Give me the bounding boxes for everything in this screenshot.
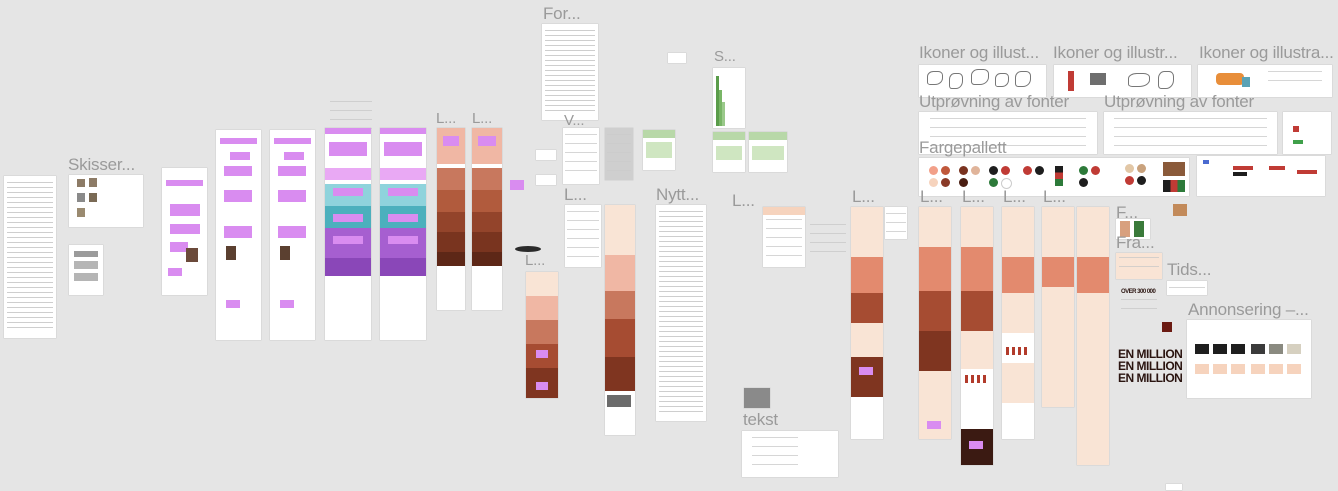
frame-label-ikoner-3[interactable]: Ikoner og illustra...	[1199, 43, 1334, 62]
brown-note-sticker[interactable]	[1173, 204, 1187, 216]
nytt-document-frame[interactable]	[656, 205, 706, 421]
s-chart-frame[interactable]	[713, 68, 745, 128]
frame-label-l9[interactable]: L...	[962, 187, 985, 206]
layout-column-l2[interactable]	[472, 128, 502, 310]
frame-label-l2[interactable]: L...	[472, 110, 493, 127]
sketch-note-frame[interactable]	[810, 218, 846, 266]
colored-wireframe-2[interactable]	[380, 128, 426, 340]
layout-column-l10[interactable]	[1002, 207, 1034, 439]
frame-label-skisser[interactable]: Skisser...	[68, 155, 135, 174]
layout-column-l1[interactable]	[437, 128, 465, 310]
layout-column-l4[interactable]	[605, 205, 635, 435]
ikoner-frame-2[interactable]	[1054, 65, 1191, 97]
frame-label-for[interactable]: For...	[543, 4, 581, 23]
font-test-frame-1[interactable]	[919, 112, 1097, 154]
font-test-frame-3[interactable]	[1283, 112, 1331, 154]
frame-label-ikoner-2[interactable]: Ikoner og illustr...	[1053, 43, 1178, 62]
frame-label-annonsering[interactable]: Annonsering –...	[1188, 300, 1309, 319]
layout-column-l7[interactable]	[851, 207, 883, 439]
wireframe-column-3[interactable]	[270, 130, 315, 340]
frame-label-tekst[interactable]: tekst	[743, 410, 778, 429]
wireframe-column-1[interactable]	[162, 168, 207, 295]
tiny-note-bottom[interactable]	[1166, 484, 1182, 490]
annonsering-frame[interactable]	[1187, 320, 1311, 398]
grey-sketch-frame[interactable]	[605, 128, 633, 180]
green-layout-frame-1[interactable]	[643, 130, 675, 170]
layout-column-l12[interactable]	[1077, 207, 1109, 465]
frame-label-utproving-1[interactable]: Utprøvning av fonter	[919, 92, 1070, 111]
frame-label-nytt[interactable]: Nytt...	[656, 185, 699, 204]
flag-palette-frame[interactable]	[1197, 156, 1325, 196]
layout-column-l9[interactable]	[961, 207, 993, 465]
dark-illustration[interactable]	[515, 246, 541, 252]
for-document-frame[interactable]	[542, 24, 598, 120]
annotation-note-1[interactable]	[536, 150, 556, 160]
frame-label-fra[interactable]: Fra...	[1116, 233, 1155, 252]
f-illustration-frame[interactable]	[1116, 219, 1150, 239]
frame-label-l1[interactable]: L...	[436, 110, 457, 127]
dark-red-swatch[interactable]	[1162, 322, 1172, 332]
poster-million-2: EN MILLION	[1118, 359, 1183, 373]
frame-label-ikoner-1[interactable]: Ikoner og illust...	[919, 43, 1039, 62]
poster-million-3: EN MILLION	[1118, 371, 1183, 385]
frame-label-f[interactable]: F...	[1116, 203, 1138, 222]
fra-frame[interactable]	[1116, 253, 1162, 279]
colored-wireframe-1[interactable]	[325, 128, 371, 340]
tids-frame[interactable]	[1167, 281, 1207, 295]
frame-label-l3[interactable]: L...	[564, 185, 587, 204]
frame-label-l7[interactable]: L...	[852, 187, 875, 206]
poster-headline: OVER 300 000	[1121, 289, 1156, 295]
layout-column-l8[interactable]	[919, 207, 951, 439]
color-palette-frame[interactable]	[919, 158, 1189, 196]
v-sketch-frame[interactable]	[563, 128, 599, 184]
loose-purple-sticker[interactable]	[510, 180, 524, 190]
font-test-frame-2[interactable]	[1104, 112, 1277, 154]
ikoner-frame-3[interactable]	[1198, 65, 1332, 97]
layout-column-l6[interactable]	[763, 207, 805, 267]
small-wireframe-note[interactable]	[885, 207, 907, 239]
frame-label-s[interactable]: S...	[714, 48, 736, 65]
notes-document-frame[interactable]	[4, 176, 56, 338]
frame-label-l6[interactable]: L...	[732, 191, 755, 210]
frame-label-l10[interactable]: L...	[1003, 187, 1026, 206]
small-white-note[interactable]	[668, 53, 686, 63]
ikoner-frame-1[interactable]	[919, 65, 1046, 97]
green-layout-frame-2[interactable]	[713, 132, 745, 172]
frame-label-l8[interactable]: L...	[920, 187, 943, 206]
layout-column-l5[interactable]	[526, 272, 558, 398]
frame-label-l5[interactable]: L...	[525, 252, 546, 269]
frame-label-tids[interactable]: Tids...	[1167, 260, 1212, 279]
wireframe-column-2[interactable]	[216, 130, 261, 340]
photo-thumbnail[interactable]	[744, 388, 770, 408]
poster-million-1: EN MILLION	[1118, 347, 1183, 361]
frame-label-fargepallett[interactable]: Fargepallett	[919, 138, 1007, 157]
tekst-document-frame[interactable]	[742, 431, 838, 477]
text-snippet-frame[interactable]	[330, 95, 372, 135]
frame-label-utproving-2[interactable]: Utprøvning av fonter	[1104, 92, 1255, 111]
poster-frame[interactable]: OVER 300 000	[1116, 285, 1162, 345]
skisser-wireframe-frame[interactable]	[69, 245, 103, 295]
frame-label-v[interactable]: V...	[564, 112, 585, 129]
annotation-note-2[interactable]	[536, 175, 556, 185]
green-layout-frame-3[interactable]	[749, 132, 787, 172]
layout-column-l3[interactable]	[565, 205, 601, 267]
frame-label-l11[interactable]: L...	[1043, 187, 1066, 206]
layout-column-l11[interactable]	[1042, 207, 1074, 407]
skisser-frame[interactable]	[69, 175, 143, 227]
